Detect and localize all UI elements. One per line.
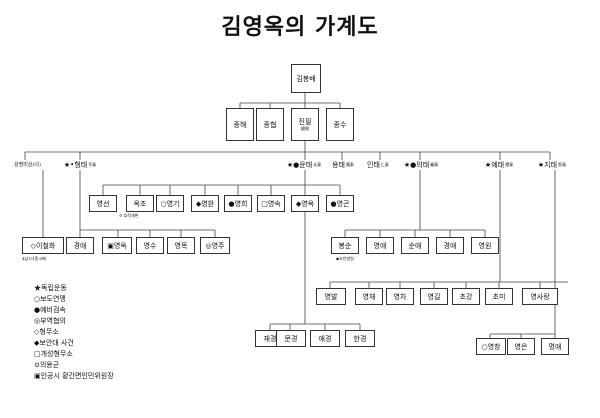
node-uitae-child-3: 순애 bbox=[401, 237, 429, 254]
legend-item: ◆보안대 사건 bbox=[34, 339, 74, 347]
node-hyeongtae-child-1: 경애 bbox=[66, 237, 94, 254]
note-boan: ◆보안병원 bbox=[336, 256, 354, 261]
legend-item: ◇형무소 bbox=[34, 328, 59, 336]
node-gen1-3-name: 진필 bbox=[298, 118, 312, 126]
node-yetae-child-6: 초미 bbox=[485, 288, 513, 305]
node-gen1-3-hanja: 鎭弼 bbox=[301, 126, 309, 131]
node-gen2-jitae-hanja: 智泰 bbox=[558, 162, 567, 167]
star-icon: ★ bbox=[403, 161, 411, 169]
legend-item: □개성형무소 bbox=[34, 350, 73, 358]
node-icheolhwa: ◇이철화 bbox=[22, 237, 64, 254]
node-yeongok-child-4: 한경 bbox=[345, 330, 375, 347]
node-yuntae-child-4: ◆영완 bbox=[191, 195, 219, 212]
node-yeongok-child-3: 애경 bbox=[310, 330, 340, 347]
legend-item: ◎부역협의 bbox=[34, 317, 66, 325]
node-gen2-yuntae-hanja: 允泰 bbox=[313, 162, 322, 167]
node-gen2-yongtae-name: 용태 bbox=[332, 161, 345, 169]
star-icon: ★ bbox=[537, 161, 545, 169]
node-yetae-child-4: 영길 bbox=[420, 288, 448, 305]
legend: ★독립운동 ○보도연맹 ●예비검속 ◎부역협의 ◇형무소 ◆보안대 사건 □개성… bbox=[34, 283, 114, 382]
node-gen2-hyeongtae-name: 형태 bbox=[74, 161, 88, 169]
node-hyeongtae-child-5: ◎영주 bbox=[200, 237, 230, 254]
dot-icon: ● bbox=[293, 161, 300, 169]
node-uitae-child-1: 봉순 bbox=[331, 237, 359, 254]
node-gen2-unknown: 성명미상(녀) bbox=[5, 160, 50, 170]
node-gen2-uitae-name: 의태 bbox=[416, 161, 430, 169]
node-gen1-2: 종협 bbox=[256, 108, 284, 141]
node-jitae-child-1: ○영창 bbox=[476, 338, 506, 355]
star-icon: ★ bbox=[286, 161, 294, 169]
node-gen2-jitae-name: 지태 bbox=[544, 161, 558, 169]
node-gen2-yetae-hanja: 禮泰 bbox=[505, 162, 514, 167]
node-gen2-uitae-hanja: 義泰 bbox=[430, 162, 439, 167]
node-gen1-1: 종해 bbox=[226, 108, 254, 141]
legend-item: ★독립운동 bbox=[34, 284, 67, 292]
legend-item: ▣인공시 황간면인민위원장 bbox=[34, 372, 114, 380]
node-yuntae-child-3: ○영기 bbox=[156, 195, 184, 212]
node-yetae-child-7: 영사랑 bbox=[522, 288, 558, 305]
node-gen2-yongtae-hanja: 龍泰 bbox=[345, 162, 354, 167]
legend-item: ⊙의용군 bbox=[34, 361, 60, 369]
node-yetae-child-5: 초강 bbox=[452, 288, 480, 305]
dot-icon: ● bbox=[410, 161, 417, 169]
node-yuntae-child-7: ◆영옥 bbox=[291, 195, 319, 212]
node-gen2-hyeongtae-dot: • bbox=[70, 161, 75, 169]
node-gen2-intae-name: 인태 bbox=[367, 161, 380, 169]
node-uitae-child-2: 영애 bbox=[366, 237, 394, 254]
star-icon: ★ bbox=[484, 161, 492, 169]
node-yetae-child-3: 영차 bbox=[386, 288, 414, 305]
node-jitae-child-3: 명애 bbox=[541, 338, 569, 355]
node-yuntae-child-1: 영선 bbox=[89, 195, 117, 212]
node-yuntae-child-6: □영숙 bbox=[257, 195, 285, 212]
node-gen2-intae-hanja: 仁泰 bbox=[380, 162, 389, 167]
node-uitae-child-5: 영원 bbox=[471, 237, 499, 254]
node-uitae-child-4: 경애 bbox=[436, 237, 464, 254]
node-gen2-hyeongtae-hanja: 亨泰 bbox=[88, 162, 97, 167]
node-gen2-yetae-name: 예태 bbox=[491, 161, 505, 169]
page-title: 김영옥의 가계도 bbox=[221, 14, 379, 40]
node-root: 김봉배 bbox=[291, 64, 321, 93]
node-hyeongtae-child-2: ▣영옥 bbox=[102, 237, 132, 254]
note-icheolhwa: 4남1녀중 6째 bbox=[22, 256, 46, 261]
node-hyeongtae-child-3: 영수 bbox=[136, 237, 164, 254]
node-gen1-4: 종수 bbox=[326, 108, 354, 141]
node-yeongok-child-2: 문경 bbox=[276, 330, 306, 347]
node-gen2-yuntae-name: 윤태 bbox=[299, 161, 313, 169]
legend-item: ○보도연맹 bbox=[34, 295, 66, 303]
note-hojeok: ⊙ 호적개편 bbox=[119, 213, 139, 218]
node-jitae-child-2: 영은 bbox=[507, 338, 535, 355]
node-yetae-child-2: 영채 bbox=[355, 288, 383, 305]
legend-item: ●예비검속 bbox=[34, 306, 66, 314]
star-icon: ★ bbox=[63, 161, 71, 169]
node-yuntae-child-8: ●영곤 bbox=[326, 195, 354, 212]
node-yetae-child-1: 영발 bbox=[316, 288, 346, 305]
node-hyeongtae-child-4: 영목 bbox=[167, 237, 195, 254]
node-yuntae-child-5: ●영희 bbox=[224, 195, 252, 212]
node-gen1-3: 진필 鎭弼 bbox=[291, 108, 319, 141]
node-yuntae-child-2: 옥조 bbox=[126, 195, 154, 212]
